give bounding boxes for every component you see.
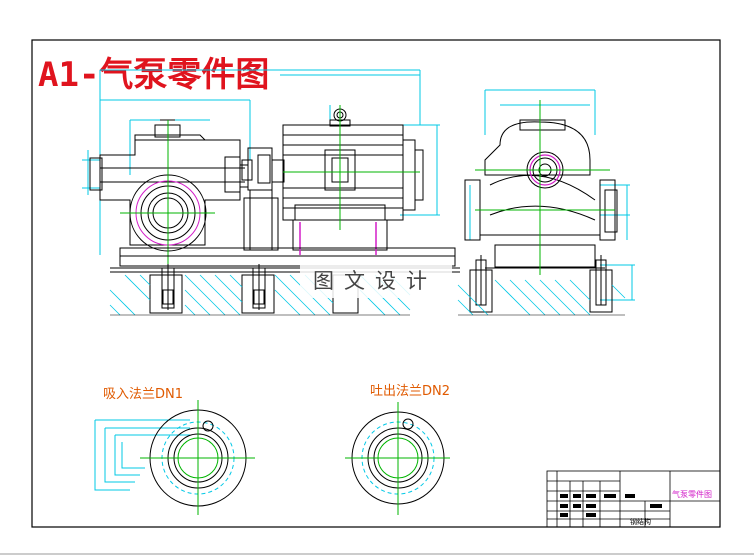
outlet-flange-view (345, 402, 450, 515)
watermark-text: 图文设计 (313, 269, 437, 293)
title-block (546, 470, 721, 528)
flange-label-inlet: 吸入法兰DN1 (103, 387, 183, 402)
watermark-bg (300, 258, 452, 298)
title-block-bottom-label: 钢结构 (630, 517, 651, 526)
flange-label-outlet: 吐出法兰DN2 (370, 384, 450, 399)
drawing-border (31, 39, 721, 528)
sheet-title: A1-气泵零件图 (38, 55, 269, 95)
front-elevation-view (82, 69, 460, 316)
title-block-drawing-name: 气泵零件图 (672, 489, 712, 499)
inlet-flange-view (94, 400, 255, 515)
side-elevation-view (457, 89, 635, 316)
